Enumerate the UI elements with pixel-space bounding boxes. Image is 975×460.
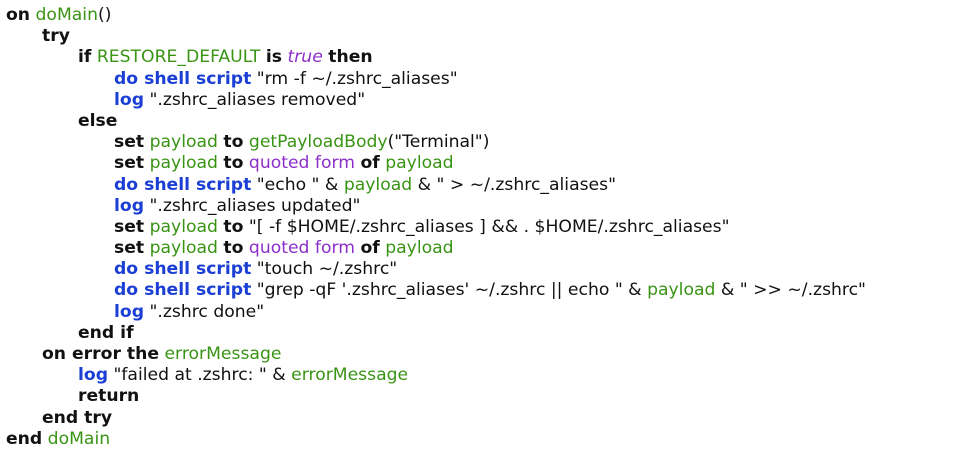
keyword: else xyxy=(78,110,118,131)
keyword: end xyxy=(6,428,43,449)
command: log xyxy=(78,365,109,386)
identifier: errorMessage xyxy=(291,365,409,386)
keyword: to xyxy=(223,216,244,237)
code-line: log ".zshrc done" xyxy=(6,302,866,323)
keyword: set xyxy=(114,238,145,259)
code-line: do shell script "grep -qF '.zshrc_aliase… xyxy=(6,280,866,301)
command: do shell script xyxy=(114,68,252,89)
identifier: payload xyxy=(149,216,218,237)
identifier: payload xyxy=(385,238,454,259)
code-line: set payload to quoted form of payload xyxy=(6,153,866,174)
code-line: try xyxy=(6,26,866,47)
code-line: end try xyxy=(6,408,866,429)
code-line: set payload to quoted form of payload xyxy=(6,238,866,259)
identifier: payload xyxy=(647,280,716,301)
keyword: on error the xyxy=(42,344,160,364)
code-line: else xyxy=(6,111,866,132)
keyword: set xyxy=(114,153,145,174)
identifier: payload xyxy=(149,153,218,174)
code-line: end if xyxy=(6,323,866,344)
code-line: do shell script "echo " & payload & " > … xyxy=(6,175,866,196)
identifier: payload xyxy=(343,174,413,195)
keyword: then xyxy=(328,47,373,68)
string-literal: ".zshrc done" xyxy=(144,301,265,322)
string-literal: "grep -qF '.zshrc_aliases' ~/.zshrc || e… xyxy=(251,280,648,301)
keyword: is xyxy=(265,47,283,68)
keyword: try xyxy=(42,26,70,47)
code-line: set payload to getPayloadBody("Terminal"… xyxy=(6,132,866,153)
code-line: return xyxy=(6,386,866,407)
string-literal: "rm -f ~/.zshrc_aliases" xyxy=(251,68,458,89)
string-literal: ".zshrc_aliases updated" xyxy=(144,195,361,216)
string-literal: "touch ~/.zshrc" xyxy=(251,259,398,280)
keyword: set xyxy=(114,132,145,153)
string-literal: & " >> ~/.zshrc" xyxy=(715,280,866,301)
command: log xyxy=(114,195,145,216)
keyword: if xyxy=(78,47,92,68)
code-line: log ".zshrc_aliases updated" xyxy=(6,196,866,217)
string-literal: "[ -f $HOME/.zshrc_aliases ] && . $HOME/… xyxy=(243,216,730,237)
keyword: end try xyxy=(42,407,113,428)
code-line: do shell script "touch ~/.zshrc" xyxy=(6,259,866,280)
identifier: payload xyxy=(149,238,218,259)
command: do shell script xyxy=(114,280,252,301)
identifier: doMain xyxy=(35,5,98,25)
string-literal: "failed at .zshrc: " & xyxy=(108,365,292,386)
string-literal: "echo " & xyxy=(251,174,344,195)
keyword: to xyxy=(223,132,244,153)
keyword: of xyxy=(360,238,380,259)
code-line: if RESTORE_DEFAULT is true then xyxy=(6,47,866,68)
property: quoted form xyxy=(248,238,355,259)
code-line: do shell script "rm -f ~/.zshrc_aliases" xyxy=(6,69,866,90)
string-literal: ".zshrc_aliases removed" xyxy=(144,89,366,110)
code-line: on doMain() xyxy=(6,5,866,26)
code-line: log "failed at .zshrc: " & errorMessage xyxy=(6,365,866,386)
keyword: on xyxy=(6,5,31,25)
code-line: set payload to "[ -f $HOME/.zshrc_aliase… xyxy=(6,217,866,238)
keyword: return xyxy=(78,386,140,407)
constant: true xyxy=(287,47,323,68)
command: do shell script xyxy=(114,259,252,280)
property: quoted form xyxy=(248,153,355,174)
identifier: payload xyxy=(385,153,454,174)
string-literal: ("Terminal") xyxy=(387,132,490,153)
keyword: to xyxy=(223,153,244,174)
identifier: getPayloadBody xyxy=(248,132,388,153)
command: do shell script xyxy=(114,174,252,195)
code-line: on error the errorMessage xyxy=(6,344,866,365)
keyword: of xyxy=(360,153,380,174)
code-line: end doMain xyxy=(6,429,866,450)
command: log xyxy=(114,301,145,322)
keyword: end if xyxy=(78,322,134,343)
command: log xyxy=(114,89,145,110)
string-literal: & " > ~/.zshrc_aliases" xyxy=(412,174,616,195)
identifier: RESTORE_DEFAULT xyxy=(96,47,261,68)
identifier: doMain xyxy=(47,428,111,449)
code-line: log ".zshrc_aliases removed" xyxy=(6,90,866,111)
keyword: to xyxy=(223,238,244,259)
identifier: payload xyxy=(149,132,218,153)
keyword: set xyxy=(114,216,145,237)
text: () xyxy=(97,5,112,25)
identifier: errorMessage xyxy=(164,344,282,364)
